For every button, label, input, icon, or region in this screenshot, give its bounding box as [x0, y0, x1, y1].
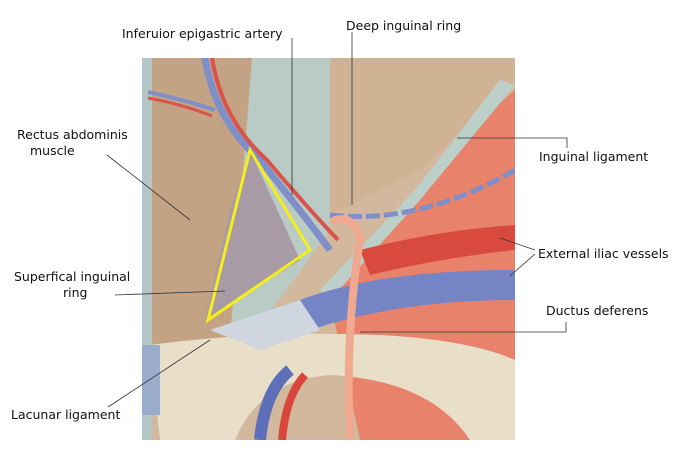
superficial-ring-area — [205, 150, 300, 320]
label-deep-inguinal-ring: Deep inguinal ring — [346, 18, 462, 33]
label-superficial-inguinal: Superfical inguinal — [14, 269, 131, 284]
leader-lines — [106, 32, 568, 408]
inguinal-ligament — [320, 80, 515, 300]
label-superficial-ring: ring — [63, 285, 88, 300]
label-inferior-epigastric-artery: Inferuior epigastric artery — [122, 26, 283, 41]
transversus-muscle — [330, 58, 515, 215]
label-inguinal-ligament: Inguinal ligament — [539, 149, 649, 164]
label-external-iliac-vessels: External iliac vessels — [538, 246, 669, 261]
label-ductus-deferens: Ductus deferens — [546, 303, 649, 318]
label-lacunar-ligament: Lacunar ligament — [11, 407, 121, 422]
label-rectus-muscle: muscle — [30, 143, 75, 158]
superficial-ring-outline — [205, 146, 313, 324]
lacunar-ligament — [210, 300, 320, 350]
external-iliac-artery — [360, 225, 515, 275]
pubic-bone — [150, 333, 515, 440]
ductus-deferens — [331, 215, 365, 440]
label-rectus-abdominis: Rectus abdominis — [17, 127, 128, 142]
